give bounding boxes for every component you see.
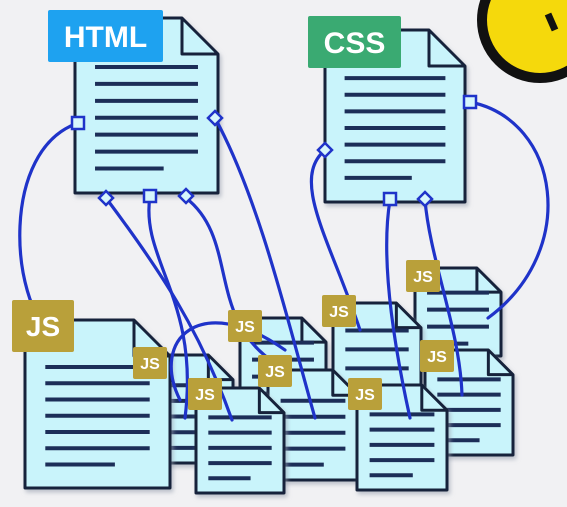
js-file-6 [266,368,360,482]
html-connector-b1 [97,189,115,207]
badges: HTML CSS JS JS JS JS JS JS JS JS JS [12,10,454,410]
link-css-to-js-9 [468,100,550,320]
css-connector-b1 [382,191,398,207]
js-badge-6: JS [258,355,292,387]
connectors [70,94,478,208]
link-html-to-js-6 [184,196,280,367]
html-connector-b2 [142,188,158,204]
js-badge-8: JS [420,340,454,372]
corner-badge-icon [477,0,567,83]
html-badge: HTML [48,10,163,62]
html-connector-left [70,115,86,131]
js-badge-4-label: JS [355,387,375,404]
link-css-to-js-4 [385,198,412,420]
js-badge-2: JS [133,347,167,379]
css-file [323,28,467,204]
js-badge-5: JS [228,310,262,342]
link-html-to-js-2 [147,194,189,420]
html-connector-b3 [177,187,195,205]
js-badge-large-label: JS [26,311,60,342]
css-connector-b2 [416,190,434,208]
link-css-to-js-8 [423,198,464,397]
js-badge-7-label: JS [329,304,349,321]
css-badge-label: CSS [324,27,386,60]
css-connector-left [316,141,334,159]
link-html-to-js-6b [213,116,317,420]
js-badge-3-label: JS [195,387,215,404]
js-badge-9: JS [406,260,440,292]
html-connector-right [206,109,224,127]
html-badge-label: HTML [64,21,147,54]
js-badge-6-label: JS [265,364,285,381]
js-badge-8-label: JS [427,349,447,366]
js-badge-5-label: JS [235,319,255,336]
css-badge: CSS [308,16,401,68]
js-badge-9-label: JS [413,269,433,286]
js-badge-large: JS [12,300,74,352]
js-badge-7: JS [322,295,356,327]
js-file-3 [194,386,286,495]
js-badge-4: JS [348,378,382,410]
css-connector-right [462,94,478,110]
js-badge-3: JS [188,378,222,410]
js-badge-2-label: JS [140,356,160,373]
js-file-4 [355,383,449,492]
